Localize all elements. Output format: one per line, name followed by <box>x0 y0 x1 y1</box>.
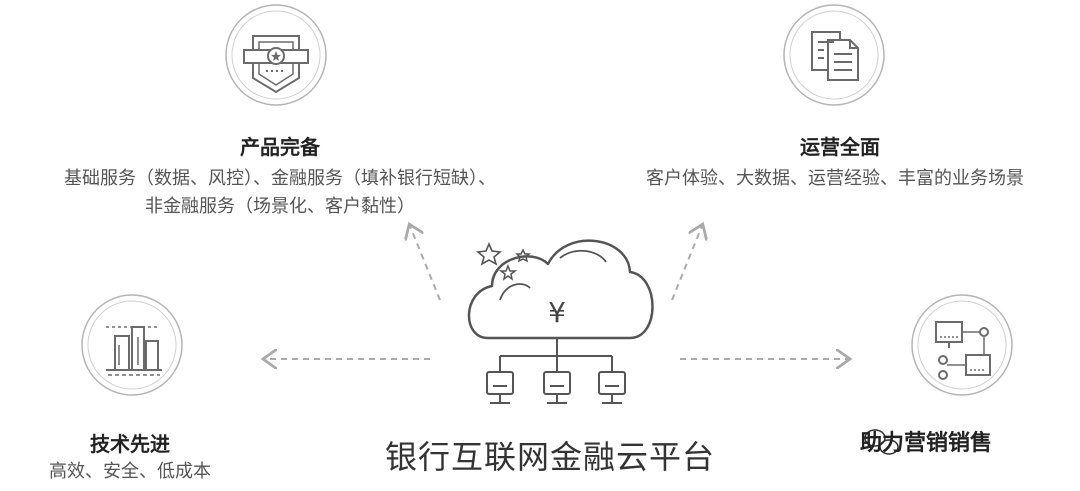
monitor-icon <box>598 371 626 404</box>
monitor-icon <box>486 371 514 404</box>
star-icon <box>515 248 531 263</box>
network-icon <box>911 294 1013 396</box>
product-desc-line2: 非金融服务（场景化、客户黏性） <box>145 196 415 217</box>
star-icon <box>498 263 518 281</box>
product-description: 基础服务（数据、风控）、金融服务（填补银行短缺）、 非金融服务（场景化、客户黏性… <box>0 165 560 221</box>
buildings-icon <box>81 294 183 396</box>
arrow-to-product <box>410 226 441 301</box>
cloud-icon <box>467 239 654 340</box>
platform-title: 银行互联网金融云平台 <box>384 438 715 476</box>
currency-symbol: ¥ <box>548 296 566 329</box>
operations-title: 运营全面 <box>800 135 880 159</box>
badge-icon <box>225 4 327 106</box>
technology-description: 高效、安全、低成本 <box>49 461 211 482</box>
technology-title: 技术先进 <box>90 432 170 456</box>
arrow-to-operations <box>671 226 702 301</box>
chat-icon <box>864 429 899 455</box>
product-title: 产品完备 <box>240 135 320 159</box>
product-desc-line1: 基础服务（数据、风控）、金融服务（填补银行短缺）、 <box>64 168 496 189</box>
documents-icon <box>783 4 885 106</box>
network-connectors <box>499 338 613 372</box>
operations-description: 客户体验、大数据、运营经验、丰富的业务场景 <box>646 168 1024 189</box>
star-icon <box>476 241 502 266</box>
monitor-icon <box>543 371 571 404</box>
watermark-text: 助力营销销售 <box>860 431 993 456</box>
